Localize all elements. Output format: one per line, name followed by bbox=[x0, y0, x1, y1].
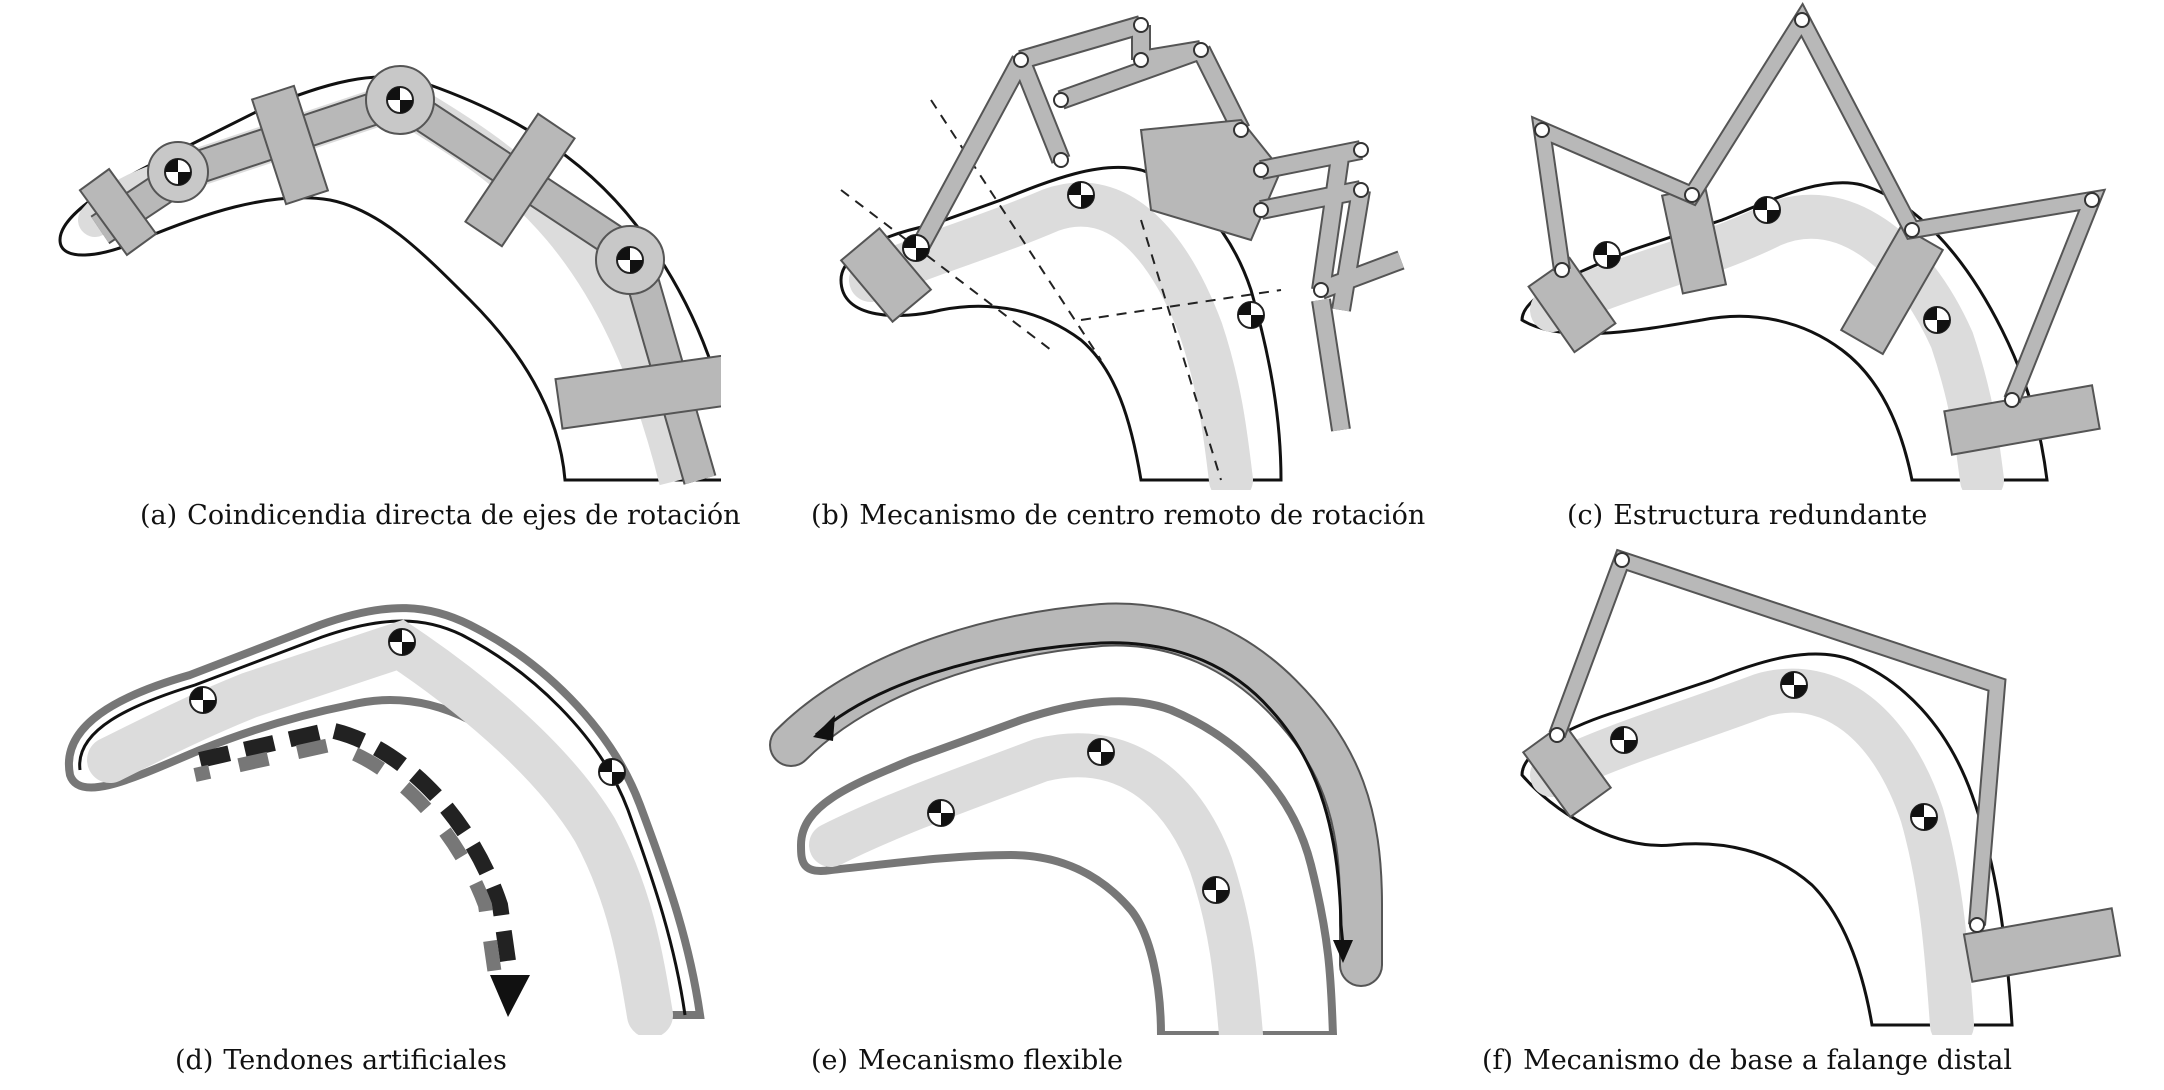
cuff bbox=[554, 350, 721, 430]
cuff bbox=[464, 112, 576, 248]
finger-outline-outer bbox=[796, 697, 1338, 1035]
panel-c: (c) Estructura redundante bbox=[1442, 0, 2163, 545]
caption-e: (e) Mecanismo flexible bbox=[811, 1045, 1123, 1076]
panel-b: (b) Mecanismo de centro remoto de rotació… bbox=[721, 0, 1442, 545]
finger-outline bbox=[839, 165, 1283, 482]
bone bbox=[1530, 668, 1974, 1035]
joint-distal-icon bbox=[1610, 726, 1638, 754]
joint-proximal-icon bbox=[598, 758, 626, 786]
panel-d-drawing bbox=[64, 604, 705, 1035]
bone bbox=[87, 619, 673, 1035]
arrow-left-icon bbox=[813, 715, 835, 741]
joint-distal-icon bbox=[164, 158, 192, 186]
arrow-icon bbox=[490, 975, 530, 1017]
bone bbox=[849, 182, 1253, 490]
joint-middle-icon bbox=[1780, 671, 1808, 699]
joint-middle-icon bbox=[1087, 738, 1115, 766]
caption-a-tag: (a) bbox=[140, 500, 178, 531]
panel-f: (f) Mecanismo de base a falange distal bbox=[1442, 545, 2163, 1090]
joint-proximal-icon bbox=[1910, 803, 1938, 831]
bone bbox=[809, 733, 1263, 1035]
cuff bbox=[78, 167, 158, 257]
panel-a: (a) Coindicendia directa de ejes de rotac… bbox=[0, 0, 741, 545]
bone bbox=[1530, 194, 2004, 490]
joint-distal-icon bbox=[902, 234, 930, 262]
joint-distal-icon bbox=[927, 799, 955, 827]
caption-a: (a) Coindicendia directa de ejes de rotac… bbox=[140, 500, 741, 531]
joint-proximal-icon bbox=[616, 246, 644, 274]
finger-outline-inner bbox=[78, 619, 687, 1016]
panel-d: (d) Tendones artificiales bbox=[0, 545, 721, 1090]
caption-d-tag: (d) bbox=[175, 1045, 214, 1076]
panel-c-drawing bbox=[1520, 1, 2107, 490]
caption-e-tag: (e) bbox=[811, 1045, 849, 1076]
panel-b-drawing bbox=[839, 15, 1405, 490]
panel-e-drawing bbox=[769, 602, 1383, 1035]
caption-f: (f) Mecanismo de base a falange distal bbox=[1482, 1045, 2012, 1076]
caption-b-tag: (b) bbox=[811, 500, 850, 531]
joint-middle-icon bbox=[388, 628, 416, 656]
caption-f-text: Mecanismo de base a falange distal bbox=[1523, 1045, 2012, 1076]
caption-b-text: Mecanismo de centro remoto de rotación bbox=[859, 500, 1426, 531]
joint-distal-icon bbox=[189, 686, 217, 714]
panel-a-drawing bbox=[58, 65, 721, 486]
caption-c: (c) Estructura redundante bbox=[1567, 500, 1927, 531]
caption-a-text: Coindicendia directa de ejes de rotación bbox=[187, 500, 741, 531]
caption-f-tag: (f) bbox=[1482, 1045, 1514, 1076]
caption-b: (b) Mecanismo de centro remoto de rotació… bbox=[811, 500, 1425, 531]
panel-e: (e) Mecanismo flexible bbox=[721, 545, 1442, 1090]
joint-middle-icon bbox=[1067, 181, 1095, 209]
caption-d-text: Tendones artificiales bbox=[223, 1045, 507, 1076]
joint-distal-icon bbox=[1593, 241, 1621, 269]
caption-d: (d) Tendones artificiales bbox=[175, 1045, 507, 1076]
tendon bbox=[198, 721, 518, 977]
joint-proximal-icon bbox=[1202, 876, 1230, 904]
caption-c-tag: (c) bbox=[1567, 500, 1604, 531]
joint-proximal-icon bbox=[1237, 301, 1265, 329]
joint-proximal-icon bbox=[1923, 306, 1951, 334]
caption-e-text: Mecanismo flexible bbox=[858, 1045, 1123, 1076]
cuff bbox=[250, 84, 330, 206]
panel-f-drawing bbox=[1520, 548, 2122, 1035]
joint-middle-icon bbox=[1753, 196, 1781, 224]
flex-direction-line bbox=[814, 641, 1345, 946]
finger-outline bbox=[1520, 652, 2014, 1027]
arrow-down-icon bbox=[1333, 940, 1353, 963]
caption-c-text: Estructura redundante bbox=[1613, 500, 1928, 531]
finger-outline bbox=[58, 75, 721, 482]
joint-middle-icon bbox=[386, 86, 414, 114]
